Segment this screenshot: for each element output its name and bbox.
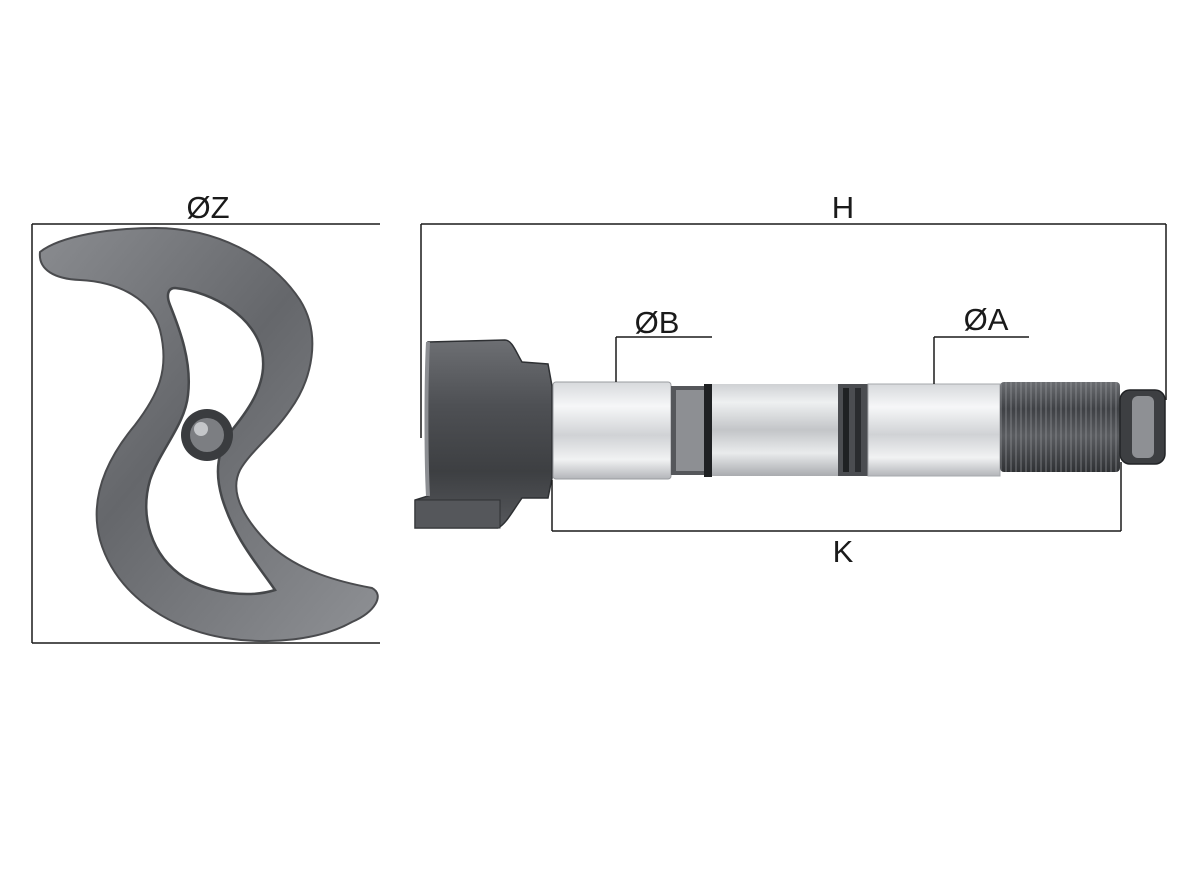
dim-h-label: H — [832, 190, 854, 225]
s-cam-view: ØZ — [31, 190, 380, 644]
s-cam-icon — [38, 226, 379, 642]
camshaft-icon — [414, 339, 1166, 529]
dim-k-label: K — [833, 534, 854, 569]
dim-b-label: ØB — [635, 305, 680, 340]
journal-b — [552, 381, 672, 480]
dim-z-label: ØZ — [186, 190, 229, 225]
dim-a-label: ØA — [964, 302, 1009, 337]
journal-a — [867, 383, 1001, 477]
camshaft-view: H — [414, 190, 1167, 569]
shaft-middle — [712, 384, 838, 476]
